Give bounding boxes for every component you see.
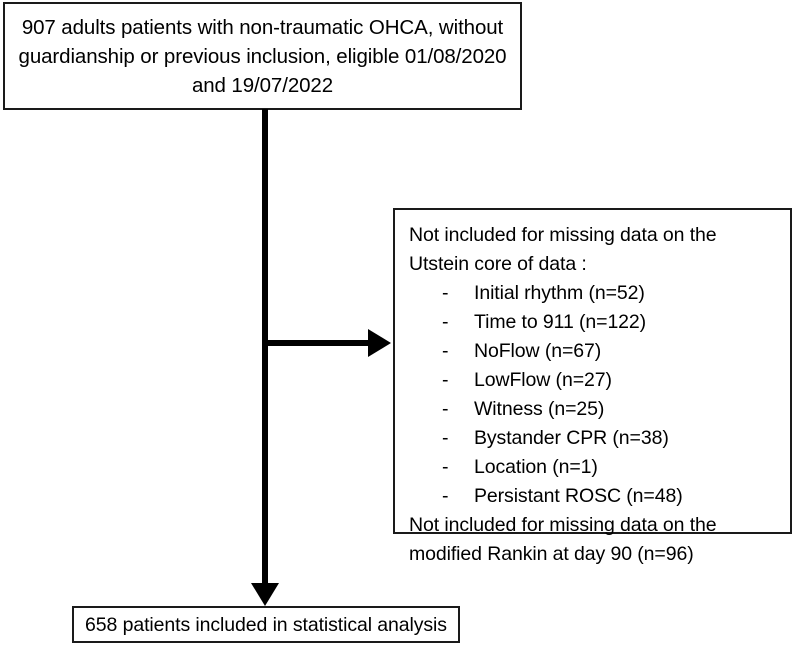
excluded-heading-line-2: Utstein core of data : — [409, 253, 587, 275]
enrolled-line-3: and 19/07/2022 — [191, 73, 334, 97]
list-dash: - — [442, 456, 449, 478]
excluded-item-label: Location (n=1) — [474, 456, 598, 478]
list-dash: - — [442, 427, 449, 449]
included-patients-box: 658 patients included in statistical ana… — [72, 606, 460, 643]
list-dash: - — [442, 485, 449, 507]
enrolled-line-2: guardianship or previous inclusion, elig… — [18, 44, 507, 68]
horizontal-exclusion-line — [265, 340, 372, 346]
excluded-list-item: - Persistant ROSC (n=48) — [409, 482, 683, 511]
excluded-footer-line-1: Not included for missing data on the — [409, 514, 717, 536]
list-dash: - — [442, 340, 449, 362]
excluded-item-label: LowFlow (n=27) — [474, 369, 612, 391]
excluded-list-item: - Location (n=1) — [409, 453, 598, 482]
excluded-footer-line-2: modified Rankin at day 90 (n=96) — [409, 543, 694, 565]
excluded-item-label: Initial rhythm (n=52) — [474, 282, 645, 304]
arrowhead-right-icon — [368, 329, 391, 357]
excluded-list-item: - Witness (n=25) — [409, 395, 604, 424]
excluded-item-label: Bystander CPR (n=38) — [474, 427, 669, 449]
vertical-flow-line — [262, 109, 268, 586]
excluded-patients-box: Not included for missing data on the Uts… — [393, 208, 792, 565]
excluded-list-item: - Initial rhythm (n=52) — [409, 279, 645, 308]
list-dash: - — [442, 282, 449, 304]
excluded-item-label: Persistant ROSC (n=48) — [474, 485, 683, 507]
arrowhead-down-icon — [251, 583, 279, 606]
excluded-list-item: - Time to 911 (n=122) — [409, 308, 646, 337]
list-dash: - — [442, 311, 449, 333]
excluded-heading-line-1: Not included for missing data on the — [409, 224, 717, 246]
list-dash: - — [442, 369, 449, 391]
excluded-list-item: - LowFlow (n=27) — [409, 366, 612, 395]
excluded-list-item: - Bystander CPR (n=38) — [409, 424, 669, 453]
excluded-item-label: NoFlow (n=67) — [474, 340, 602, 362]
enrolled-population-box: 907 adults patients with non-traumatic O… — [3, 2, 522, 110]
enrolled-line-1: 907 adults patients with non-traumatic O… — [21, 15, 504, 39]
excluded-item-label: Time to 911 (n=122) — [474, 311, 647, 333]
included-line-1: 658 patients included in statistical ana… — [85, 613, 447, 636]
excluded-item-label: Witness (n=25) — [474, 398, 605, 420]
list-dash: - — [442, 398, 449, 420]
excluded-list-item: - NoFlow (n=67) — [409, 337, 601, 366]
